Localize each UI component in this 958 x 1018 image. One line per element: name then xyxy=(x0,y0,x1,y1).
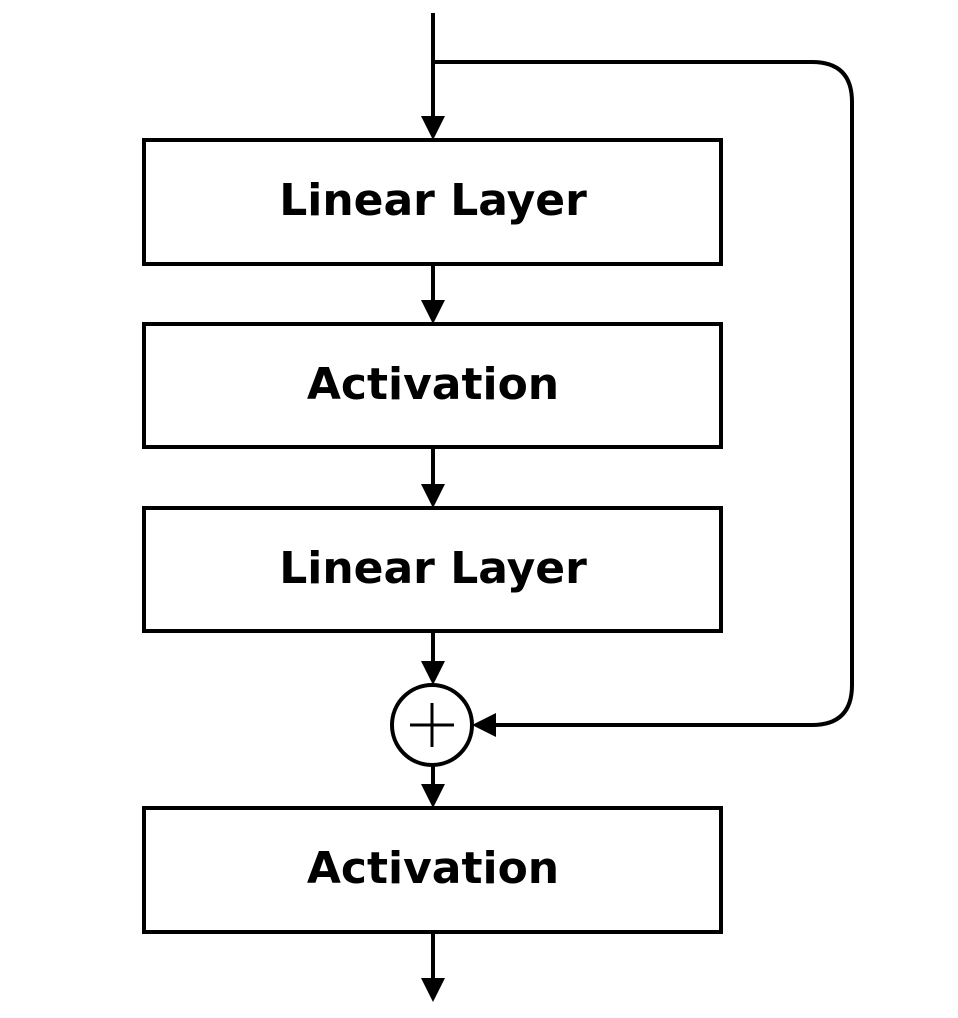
arrow-linear1-to-activation1 xyxy=(421,264,445,324)
block-linear-layer-2-label: Linear Layer xyxy=(279,543,587,594)
block-linear-layer-1-label: Linear Layer xyxy=(279,175,587,226)
block-activation-1-label: Activation xyxy=(307,359,559,410)
arrow-add-to-activation2 xyxy=(421,765,445,808)
add-node xyxy=(390,683,474,767)
block-activation-2-label: Activation xyxy=(307,843,559,894)
block-activation-1: Activation xyxy=(142,322,723,449)
output-arrow xyxy=(421,932,445,1002)
arrow-linear2-to-add xyxy=(421,631,445,685)
block-activation-2: Activation xyxy=(142,806,723,934)
input-arrow xyxy=(421,13,445,140)
block-linear-layer-1: Linear Layer xyxy=(142,138,723,266)
block-linear-layer-2: Linear Layer xyxy=(142,506,723,633)
skip-connection xyxy=(433,60,854,737)
arrow-activation1-to-linear2 xyxy=(421,447,445,508)
